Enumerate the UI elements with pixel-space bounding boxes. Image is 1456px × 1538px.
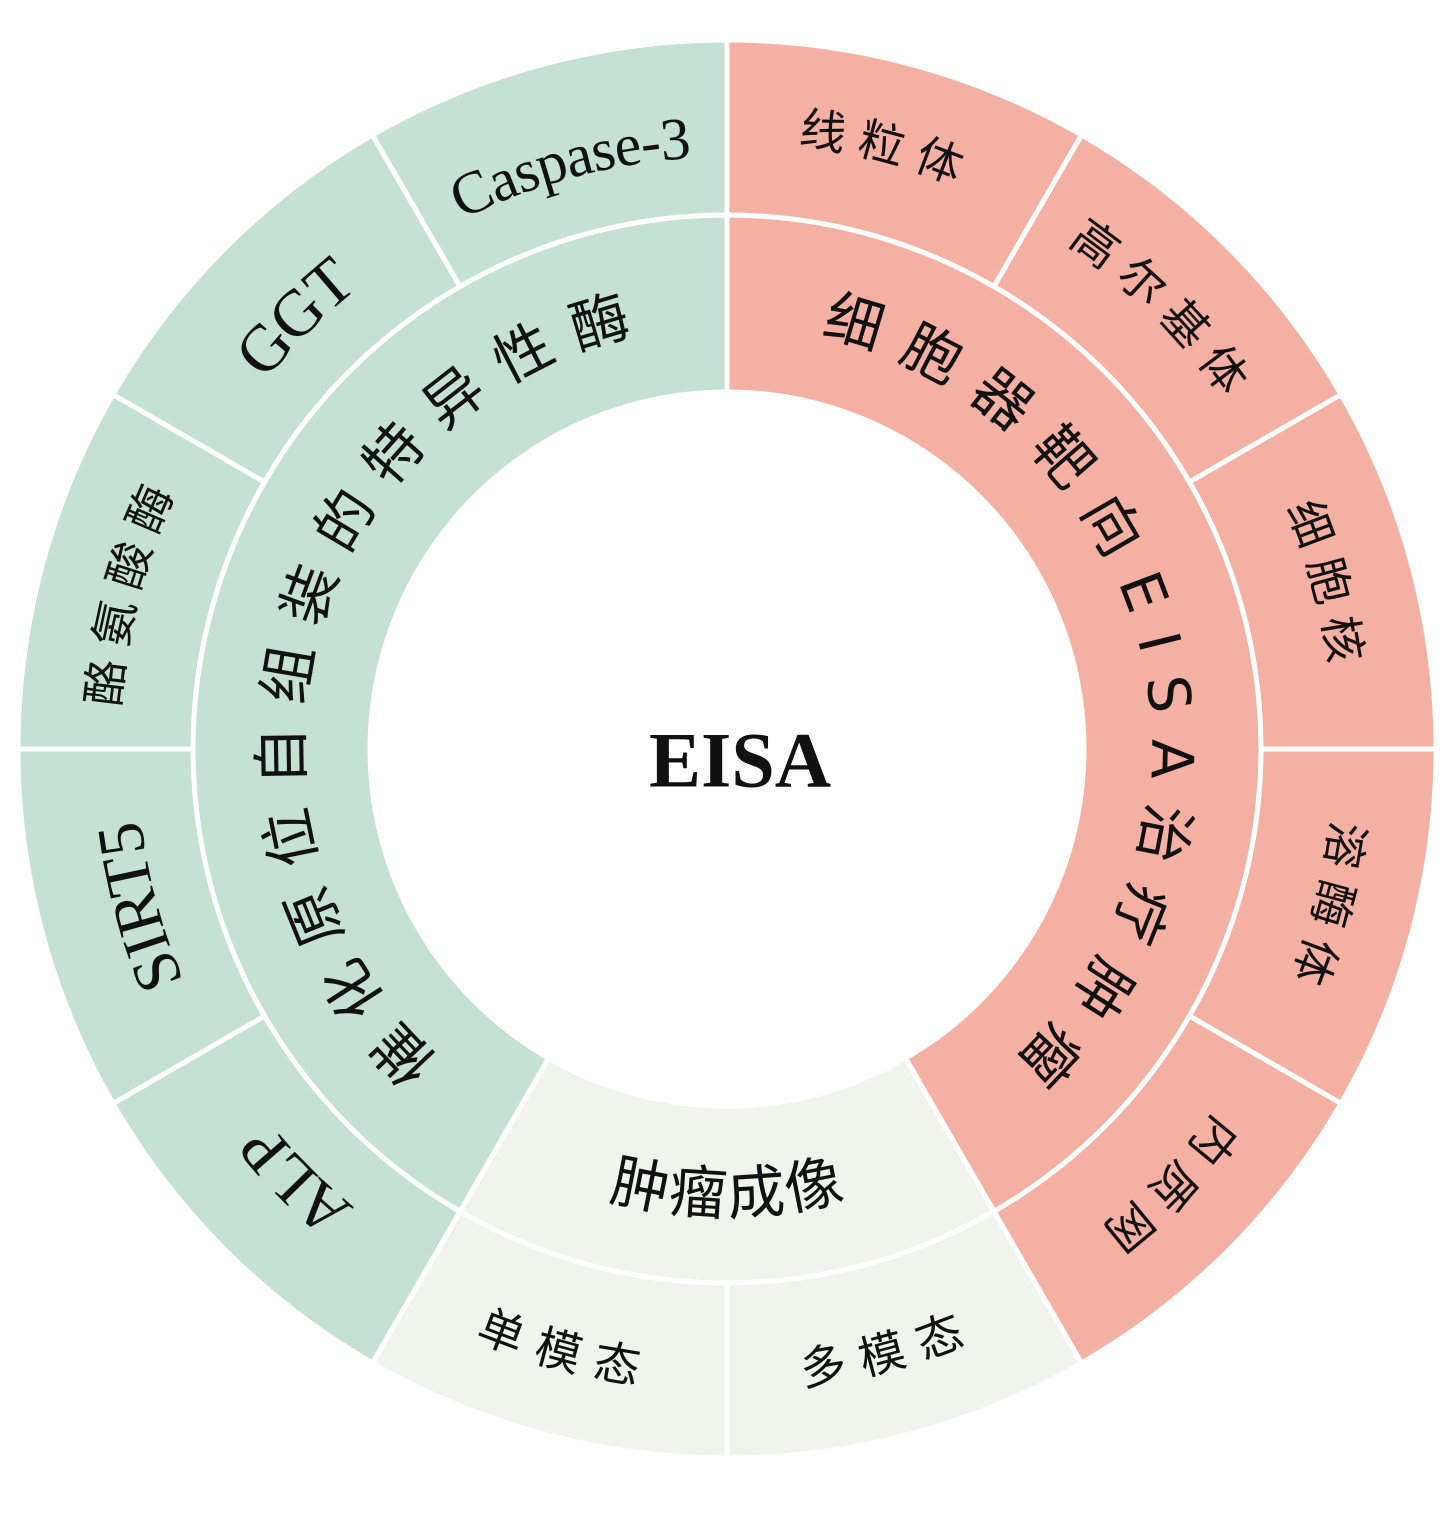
segments <box>15 37 1439 1461</box>
outer-segment <box>369 37 730 290</box>
center-label: EISA <box>649 717 831 804</box>
